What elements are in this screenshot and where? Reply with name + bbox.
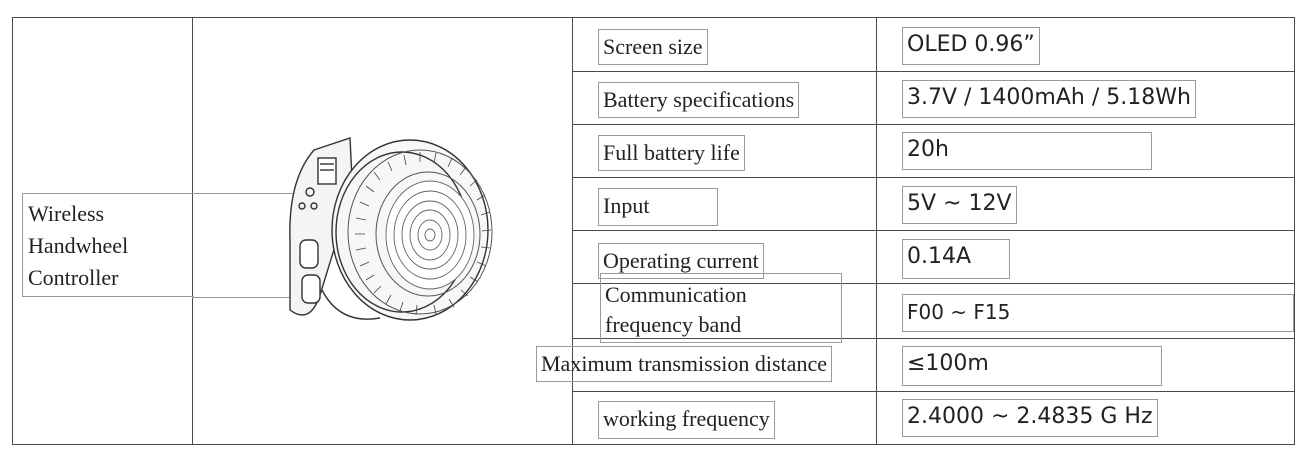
row-divider [572,230,1295,231]
spec-value: OLED 0.96” [902,27,1040,65]
spec-value-text: 2.4000 ~ 2.4835 G Hz [907,404,1153,429]
spec-label: Communication frequency band [600,273,842,343]
row-divider [572,391,1295,392]
spec-label-text: Operating current [603,248,759,273]
spec-label: Battery specifications [598,82,800,118]
column-divider [192,17,193,445]
spec-value: ≤100m [902,346,1162,386]
spec-label-text: Input [603,193,650,218]
product-name-line: Controller [28,265,119,290]
row-divider [572,338,1295,339]
spec-value-text: ≤100m [907,351,989,376]
column-divider [572,17,573,445]
product-name-line: Handwheel [28,233,129,258]
spec-value: 20h [902,132,1152,170]
spec-label-text: working frequency [603,406,770,431]
spec-label-text: frequency band [605,312,742,337]
spec-value: 3.7V / 1400mAh / 5.18Wh [902,80,1196,118]
spec-label: working frequency [598,401,775,439]
spec-value-text: 20h [907,137,949,162]
column-divider [876,17,877,445]
spec-table [12,17,1295,445]
spec-label: Operating current [598,243,764,279]
callout-line [192,297,295,298]
spec-label-text: Battery specifications [603,87,795,112]
spec-value-text: 0.14A [907,244,972,269]
row-divider [572,124,1295,125]
spec-label: Input [598,188,718,226]
spec-value-text: F00 ~ F15 [907,300,1011,324]
spec-value-text: OLED 0.96” [907,32,1035,57]
spec-label-text: Screen size [603,34,703,59]
spec-value-text: 5V ~ 12V [907,191,1012,216]
spec-value: 2.4000 ~ 2.4835 G Hz [902,399,1158,437]
spec-label: Screen size [598,29,708,65]
spec-value: 5V ~ 12V [902,186,1017,224]
spec-label-text: Maximum transmission distance [541,351,827,376]
product-name-line: Wireless [28,201,105,226]
spec-label: Full battery life [598,135,745,171]
row-divider [572,283,1295,284]
row-divider [572,71,1295,72]
spec-value: F00 ~ F15 [902,294,1294,332]
spec-value-text: 3.7V / 1400mAh / 5.18Wh [907,85,1191,110]
spec-label: Maximum transmission distance [536,346,832,382]
spec-value: 0.14A [902,239,1010,279]
product-name: Wireless Handwheel Controller [22,193,194,297]
handwheel-controller-illustration [289,137,493,321]
spec-label-text: Full battery life [603,140,740,165]
callout-line [192,193,295,194]
spec-label-text: Communication [605,282,747,307]
row-divider [572,177,1295,178]
